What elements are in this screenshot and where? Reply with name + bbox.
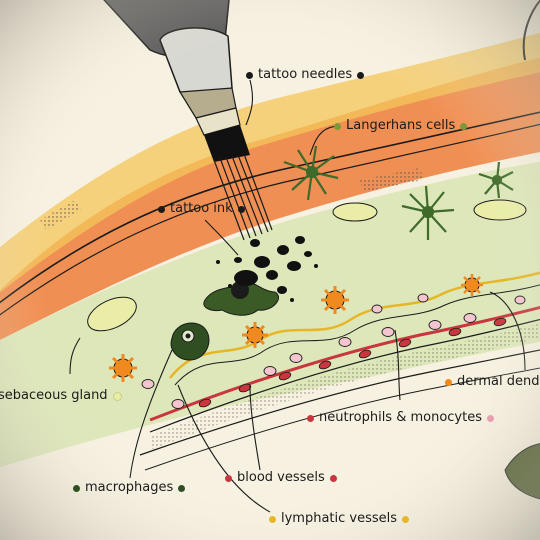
label-bullet [402, 515, 410, 523]
label-langerhans-cells: Langerhans cells [334, 118, 468, 134]
label-lymphatic-vessels: lymphatic vessels [269, 511, 410, 527]
label-text: Langerhans cells [346, 118, 456, 133]
label-text: blood vessels [237, 470, 325, 485]
label-bullet [225, 474, 232, 482]
label-blood-vessels: blood vessels [225, 470, 337, 486]
label-text: macrophages [85, 480, 174, 495]
label-bullet [178, 484, 186, 492]
label-bullet [158, 205, 165, 213]
label-text: tattoo needles [258, 67, 353, 82]
label-sebaceous-gland: sebaceous gland [0, 388, 122, 404]
label-bullet [357, 71, 365, 79]
label-bullet [334, 122, 341, 130]
label-macrophages: macrophages [73, 480, 186, 496]
label-tattoo-ink: tattoo ink [158, 201, 245, 217]
label-text: lymphatic vessels [281, 511, 398, 526]
label-bullet [487, 414, 494, 422]
label-text: neutrophils & monocytes [319, 410, 482, 425]
label-bullet [307, 414, 314, 422]
label-bullet [460, 122, 468, 130]
label-neutrophils-monocytes: neutrophils & monocytes [307, 410, 494, 426]
label-bullet [445, 378, 452, 386]
label-text: dermal dend [457, 374, 540, 389]
label-bullet [246, 71, 253, 79]
label-dermal-dendritic-cells: dermal dend [445, 374, 539, 390]
label-bullet [112, 391, 122, 401]
label-text: tattoo ink [170, 201, 233, 216]
label-bullet [269, 515, 276, 523]
label-bullet [237, 205, 245, 213]
label-tattoo-needles: tattoo needles [246, 67, 365, 83]
label-bullet [329, 474, 337, 482]
label-text: sebaceous gland [0, 388, 108, 403]
label-bullet [73, 484, 80, 492]
